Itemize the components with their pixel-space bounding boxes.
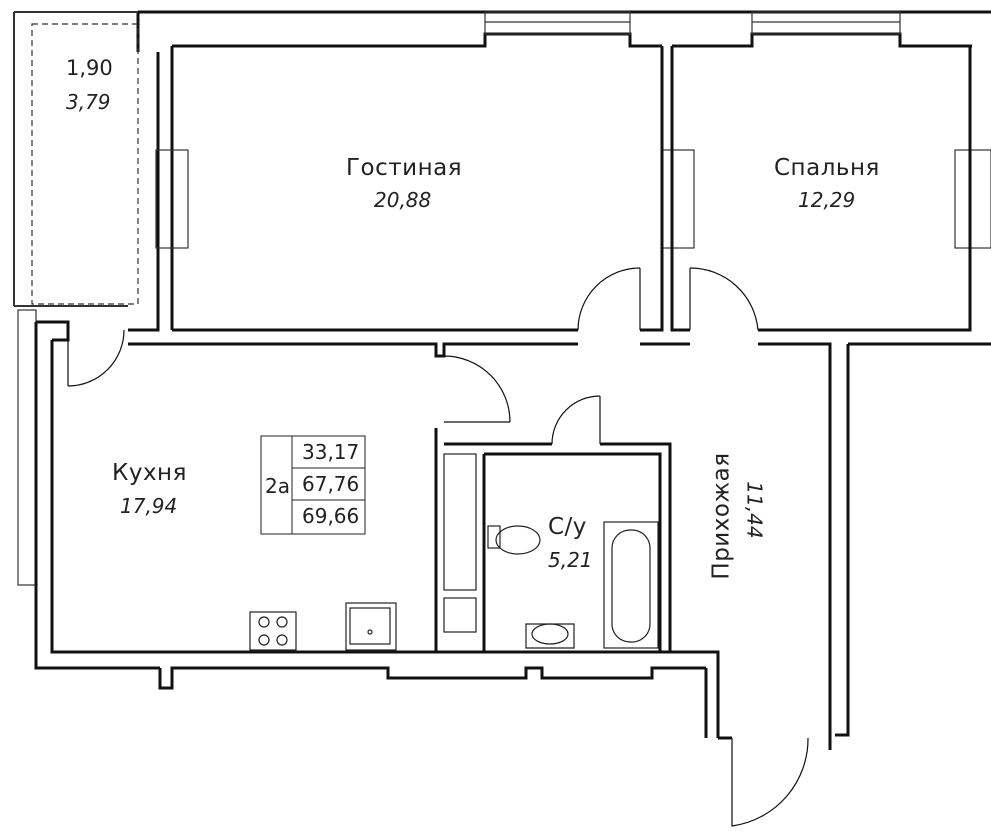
hallway-name: Прихожая (708, 452, 735, 580)
apartment-type: 2а (265, 474, 290, 498)
stove (249, 611, 297, 651)
toilet (487, 525, 541, 555)
living-area-total: 33,17 (302, 440, 360, 464)
balcony-area-label: 1,90 (66, 56, 113, 80)
balcony-outline (13, 11, 139, 307)
bedroom-name: Спальня (774, 155, 880, 181)
living-room-area: 20,88 (374, 188, 432, 212)
bedroom-area: 12,29 (798, 188, 856, 212)
balcony-area2-label: 3,79 (66, 90, 111, 114)
kitchen-sink (345, 602, 397, 651)
interior-walls (34, 46, 991, 750)
kitchen-name: Кухня (112, 460, 187, 486)
bathroom-area: 5,21 (548, 548, 593, 572)
doors (67, 267, 809, 827)
hallway-area: 11,44 (742, 481, 767, 539)
total-with-balcony: 69,66 (302, 504, 360, 528)
bathroom-sink (525, 623, 575, 649)
summary-table-grid (260, 435, 366, 535)
shafts (443, 453, 477, 633)
bathroom-name: С/у (548, 514, 587, 540)
living-room-name: Гостиная (346, 155, 463, 181)
bathtub (603, 521, 659, 649)
total-area: 67,76 (302, 472, 360, 496)
kitchen-area: 17,94 (120, 494, 178, 518)
